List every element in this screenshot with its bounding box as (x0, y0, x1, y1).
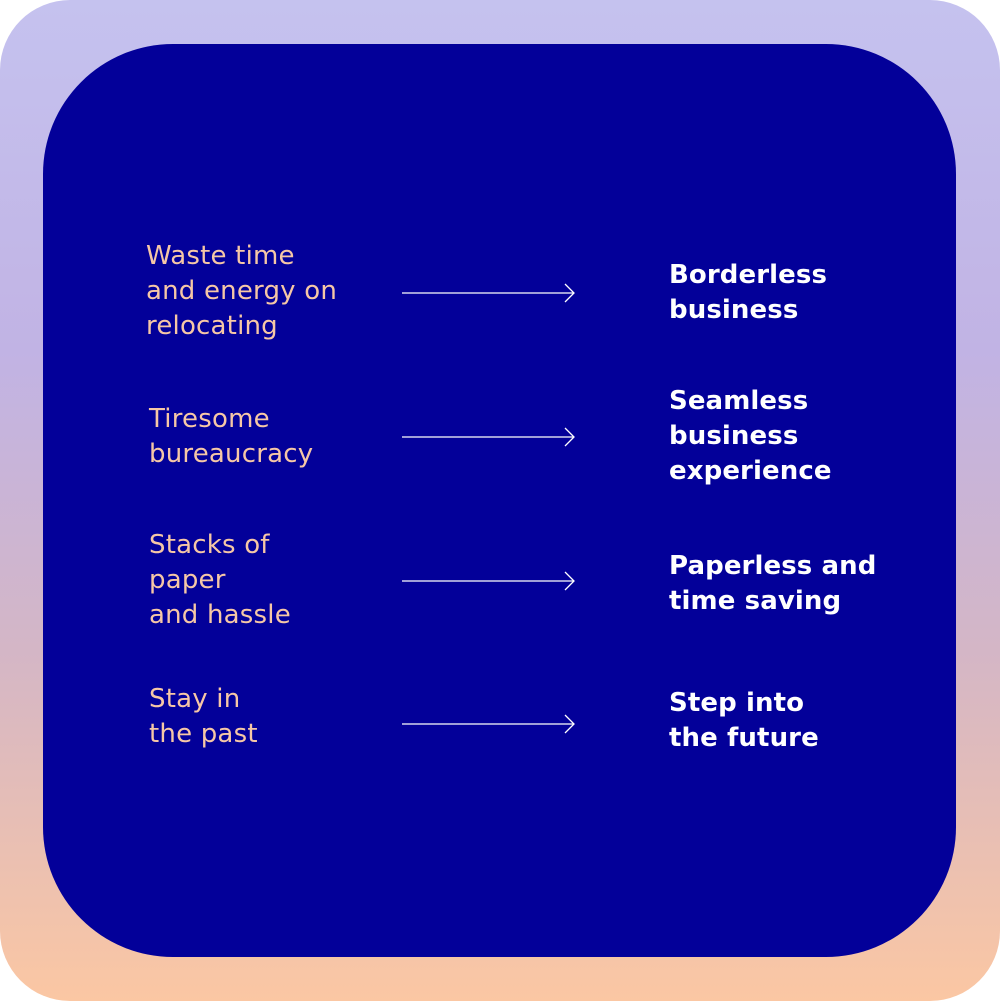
arrow-right-icon (402, 714, 575, 734)
after-text: Step into the future (669, 688, 819, 753)
after-text: Borderless business (669, 260, 828, 325)
arrow-right-icon (402, 427, 575, 447)
arrow-right-icon (402, 571, 575, 591)
before-text: Stacks of paper and hassle (149, 530, 291, 630)
after-text: Seamless business experience (669, 386, 832, 486)
before-text: Stay in the past (149, 684, 258, 749)
after-text: Paperless and time saving (669, 551, 877, 616)
before-text: Tiresome bureaucracy (149, 404, 314, 469)
before-text: Waste time and energy on relocating (146, 241, 338, 341)
arrow-right-icon (402, 283, 575, 303)
comparison-card: Waste time and energy on relocating Bord… (43, 44, 956, 957)
